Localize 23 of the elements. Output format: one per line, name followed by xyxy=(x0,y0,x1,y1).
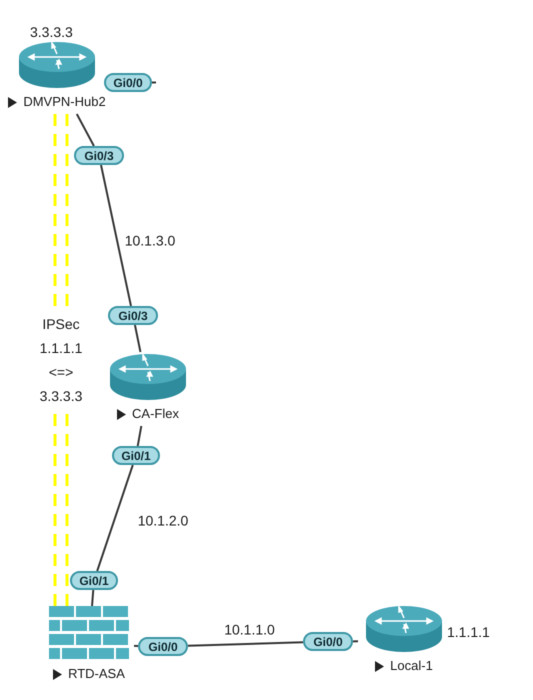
link-line xyxy=(188,641,304,647)
link-line xyxy=(152,82,156,84)
interface-badge: Gi0/0 xyxy=(104,73,152,92)
interface-badge: Gi0/0 xyxy=(303,632,353,651)
device-name: Local-1 xyxy=(390,658,433,674)
link-line xyxy=(134,644,138,647)
interface-badge: Gi0/1 xyxy=(112,446,160,465)
ip-address-label: 3.3.3.3 xyxy=(30,23,73,42)
link-line xyxy=(136,426,142,446)
link-line xyxy=(134,324,142,352)
interface-badge: Gi0/3 xyxy=(74,146,124,165)
device-name: RTD-ASA xyxy=(68,666,125,682)
ip-address-label: 1.1.1.1 xyxy=(447,623,490,642)
interface-badge: Gi0/3 xyxy=(108,306,158,325)
link-line xyxy=(96,464,134,572)
link-line xyxy=(353,640,358,642)
device-name: DMVPN-Hub2 xyxy=(23,94,106,110)
interface-badge: Gi0/0 xyxy=(138,637,188,656)
link-line xyxy=(76,114,95,146)
link-line xyxy=(91,590,94,606)
device-name: CA-Flex xyxy=(132,406,179,422)
link-line xyxy=(100,164,132,306)
interface-badge: Gi0/1 xyxy=(70,571,118,590)
